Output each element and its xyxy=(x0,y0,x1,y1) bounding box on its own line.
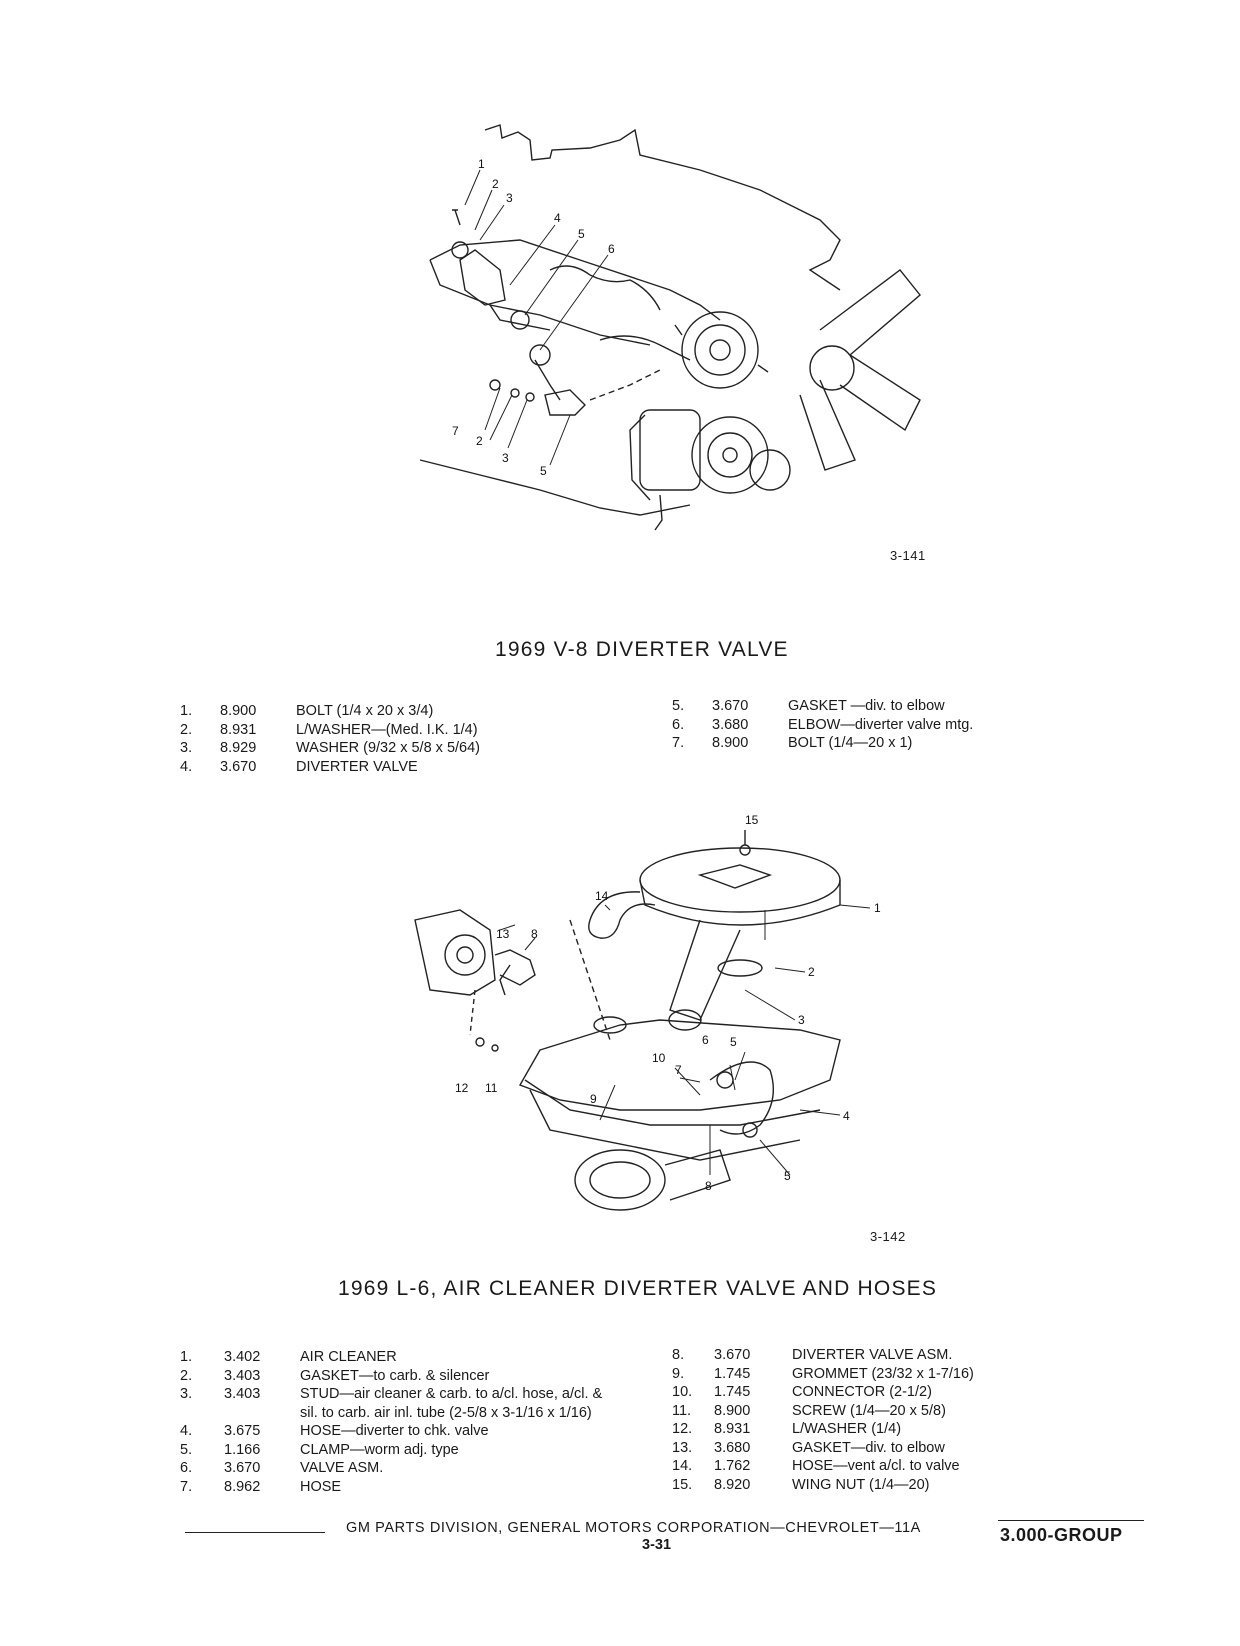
v8-diverter-valve-illustration: 1 2 3 4 5 6 7 2 3 5 xyxy=(400,110,960,570)
footer-rule-right xyxy=(998,1520,1144,1521)
svg-text:5: 5 xyxy=(784,1169,791,1183)
group-number: 3.000-GROUP xyxy=(1000,1525,1123,1545)
svg-text:3: 3 xyxy=(506,191,513,205)
svg-text:4: 4 xyxy=(843,1109,850,1123)
svg-text:3: 3 xyxy=(502,451,509,465)
section-title-v8-diverter-valve: 1969 V-8 DIVERTER VALVE xyxy=(495,638,789,661)
figure-reference-number: 3-141 xyxy=(890,548,926,563)
svg-text:4: 4 xyxy=(554,211,561,225)
svg-text:6: 6 xyxy=(608,242,615,256)
svg-text:2: 2 xyxy=(492,177,499,191)
svg-text:9: 9 xyxy=(590,1092,597,1106)
svg-text:2: 2 xyxy=(476,434,483,448)
svg-text:1: 1 xyxy=(478,157,485,171)
l6-air-cleaner-illustration: 15 1 14 13 8 2 3 10 7 6 5 9 12 11 4 8 5 xyxy=(400,780,920,1250)
figure-reference-number: 3-142 xyxy=(870,1229,906,1244)
svg-text:7: 7 xyxy=(452,424,459,438)
svg-text:13: 13 xyxy=(496,927,510,941)
footer-publisher: GM PARTS DIVISION, GENERAL MOTORS CORPOR… xyxy=(346,1520,921,1536)
svg-text:1: 1 xyxy=(874,901,881,915)
page-number: 3-31 xyxy=(642,1537,672,1553)
svg-text:7: 7 xyxy=(675,1063,682,1077)
svg-text:6: 6 xyxy=(702,1033,709,1047)
footer-rule-left xyxy=(185,1532,325,1533)
svg-text:5: 5 xyxy=(578,227,585,241)
list-item: sil. to carb. air inl. tube (2-5/8 x 3-1… xyxy=(300,1404,592,1421)
svg-text:2: 2 xyxy=(808,965,815,979)
section-title-l6-air-cleaner: 1969 L-6, AIR CLEANER DIVERTER VALVE AND… xyxy=(338,1277,938,1300)
svg-text:5: 5 xyxy=(540,464,547,478)
svg-text:8: 8 xyxy=(705,1179,712,1193)
svg-text:12: 12 xyxy=(455,1081,469,1095)
svg-text:10: 10 xyxy=(652,1051,666,1065)
svg-text:8: 8 xyxy=(531,927,538,941)
svg-text:15: 15 xyxy=(745,813,759,827)
svg-text:5: 5 xyxy=(730,1035,737,1049)
svg-text:14: 14 xyxy=(595,889,609,903)
svg-text:3: 3 xyxy=(798,1013,805,1027)
svg-text:11: 11 xyxy=(485,1081,498,1095)
